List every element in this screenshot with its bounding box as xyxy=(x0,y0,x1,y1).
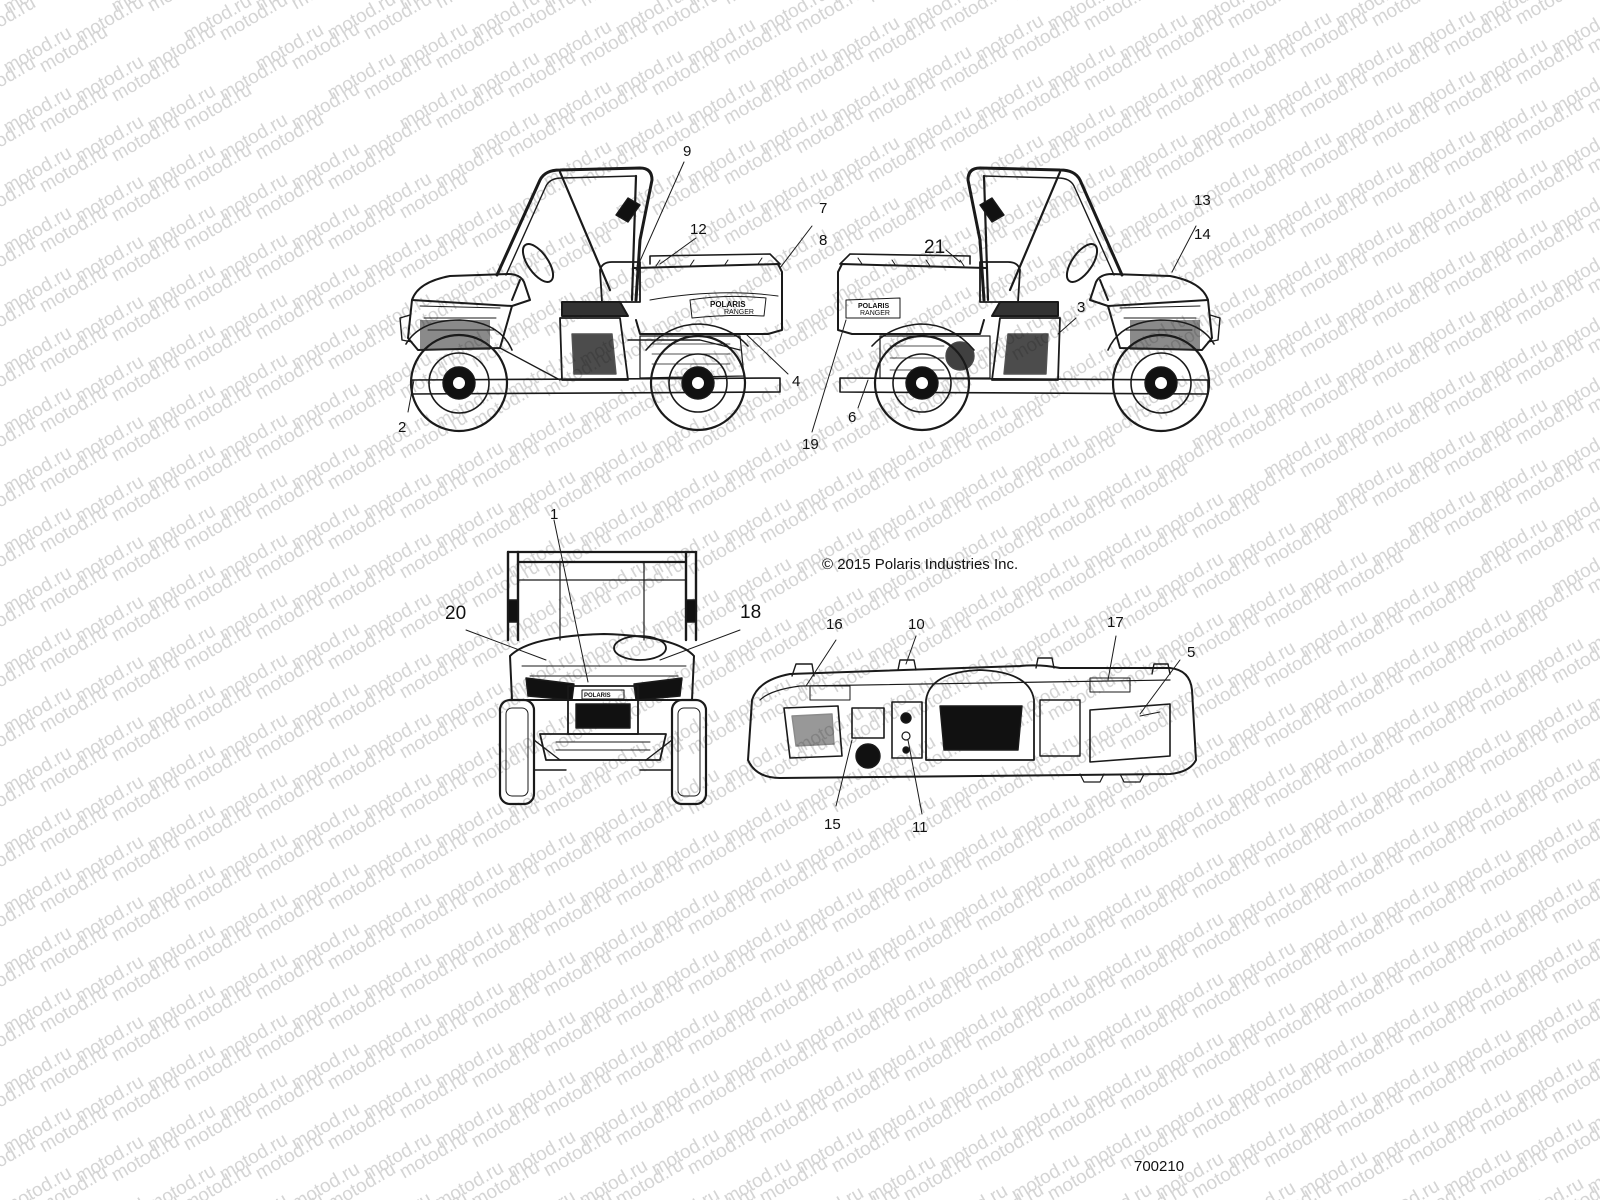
vehicle-right-side-view xyxy=(837,166,1221,433)
callout-1: 1 xyxy=(550,506,559,523)
callout-13: 13 xyxy=(1194,192,1211,209)
vehicle-left-side-view xyxy=(399,166,783,433)
grille-brand-text: POLARIS xyxy=(584,693,611,699)
callout-3: 3 xyxy=(1077,299,1086,316)
decal-model-text: RANGER xyxy=(724,309,754,316)
callout-4: 4 xyxy=(792,373,801,390)
decal-brand-text-right: POLARIS xyxy=(858,303,889,310)
callout-12: 12 xyxy=(690,221,707,238)
callout-leader-lines xyxy=(407,161,1197,815)
callout-8: 8 xyxy=(819,232,828,249)
callout-11: 11 xyxy=(912,819,928,836)
copyright-text: © 2015 Polaris Industries Inc. xyxy=(822,556,1019,573)
decal-brand-text: POLARIS xyxy=(710,300,746,309)
callout-9: 9 xyxy=(683,143,692,160)
callout-20: 20 xyxy=(445,603,467,624)
callout-16: 16 xyxy=(826,616,843,633)
vehicle-front-view xyxy=(498,550,708,806)
callout-2: 2 xyxy=(398,419,407,436)
callout-6: 6 xyxy=(848,409,857,426)
decal-model-text-right: RANGER xyxy=(860,310,890,317)
document-number: 700210 xyxy=(1134,1158,1185,1175)
callout-7: 7 xyxy=(819,200,828,217)
callout-21: 21 xyxy=(924,237,946,258)
callout-14: 14 xyxy=(1194,226,1211,243)
callout-10: 10 xyxy=(908,616,925,633)
callout-5: 5 xyxy=(1187,644,1196,661)
callout-19: 19 xyxy=(802,436,819,453)
callout-18: 18 xyxy=(740,602,762,623)
callout-15: 15 xyxy=(824,816,841,833)
dashboard-view xyxy=(747,657,1197,783)
callout-17: 17 xyxy=(1107,614,1124,631)
